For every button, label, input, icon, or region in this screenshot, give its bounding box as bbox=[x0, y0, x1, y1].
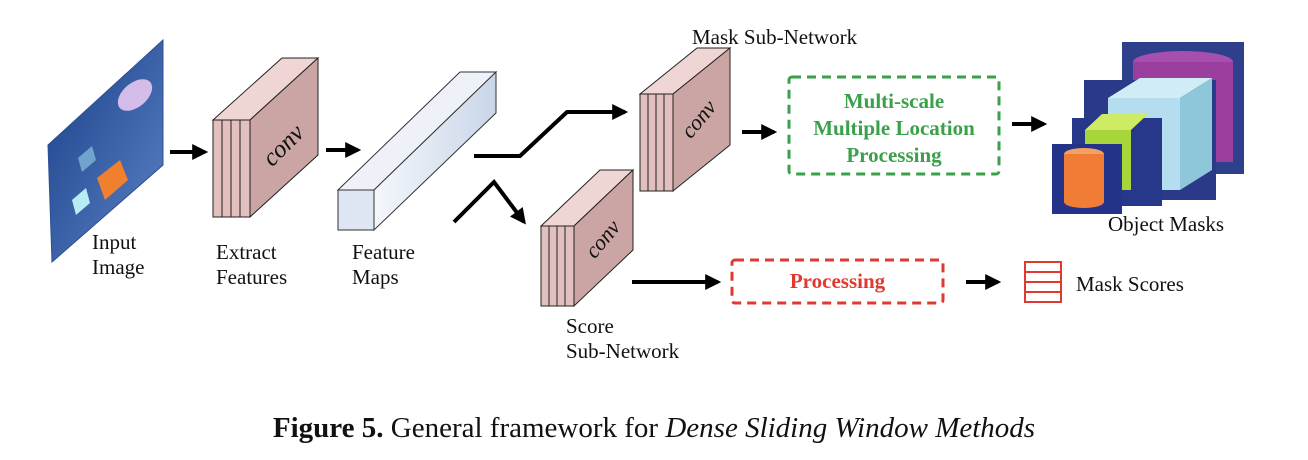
arrow-to-score-subnetwork bbox=[452, 178, 526, 225]
score-subnetwork-label-line1: Score bbox=[566, 314, 614, 338]
feature-maps-label-line2: Maps bbox=[352, 265, 399, 289]
multiscale-line2: Multiple Location bbox=[813, 116, 975, 140]
mask-scores-icon bbox=[1024, 261, 1062, 303]
extract-features-label-line2: Features bbox=[216, 265, 288, 289]
mask-subnetwork-label: Mask Sub-Network bbox=[692, 25, 858, 49]
input-image-label-line1: Input bbox=[92, 230, 137, 254]
processing-text: Processing bbox=[789, 269, 886, 293]
mask-subnetwork-conv-block bbox=[638, 46, 732, 193]
score-subnetwork-conv-block bbox=[539, 168, 635, 308]
input-image-label-line2: Image bbox=[92, 255, 145, 279]
feature-maps-block bbox=[336, 70, 498, 232]
arrow-to-mask-subnetwork bbox=[474, 104, 629, 158]
multiscale-processing-box bbox=[787, 75, 1001, 176]
multiscale-line1: Multi-scale bbox=[843, 89, 945, 113]
extract-features-label-line1: Extract bbox=[216, 240, 277, 264]
feature-maps-label-line1: Feature bbox=[352, 240, 415, 264]
multiscale-line3: Processing bbox=[846, 143, 942, 167]
figure-caption: Figure 5. General framework for Dense Sl… bbox=[0, 412, 1308, 445]
object-masks-label: Object Masks bbox=[1108, 212, 1225, 236]
caption-emphasis: Dense Sliding Window Methods bbox=[665, 412, 1036, 444]
processing-box bbox=[730, 258, 945, 305]
input-image-icon bbox=[47, 38, 164, 264]
score-subnetwork-label-line2: Sub-Network bbox=[566, 339, 680, 363]
mask-scores-label: Mask Scores bbox=[1076, 272, 1184, 296]
object-masks-icon bbox=[1052, 42, 1244, 214]
caption-text: General framework for bbox=[383, 412, 666, 444]
extract-features-conv-block bbox=[211, 56, 320, 219]
caption-prefix: Figure 5. bbox=[272, 412, 384, 444]
